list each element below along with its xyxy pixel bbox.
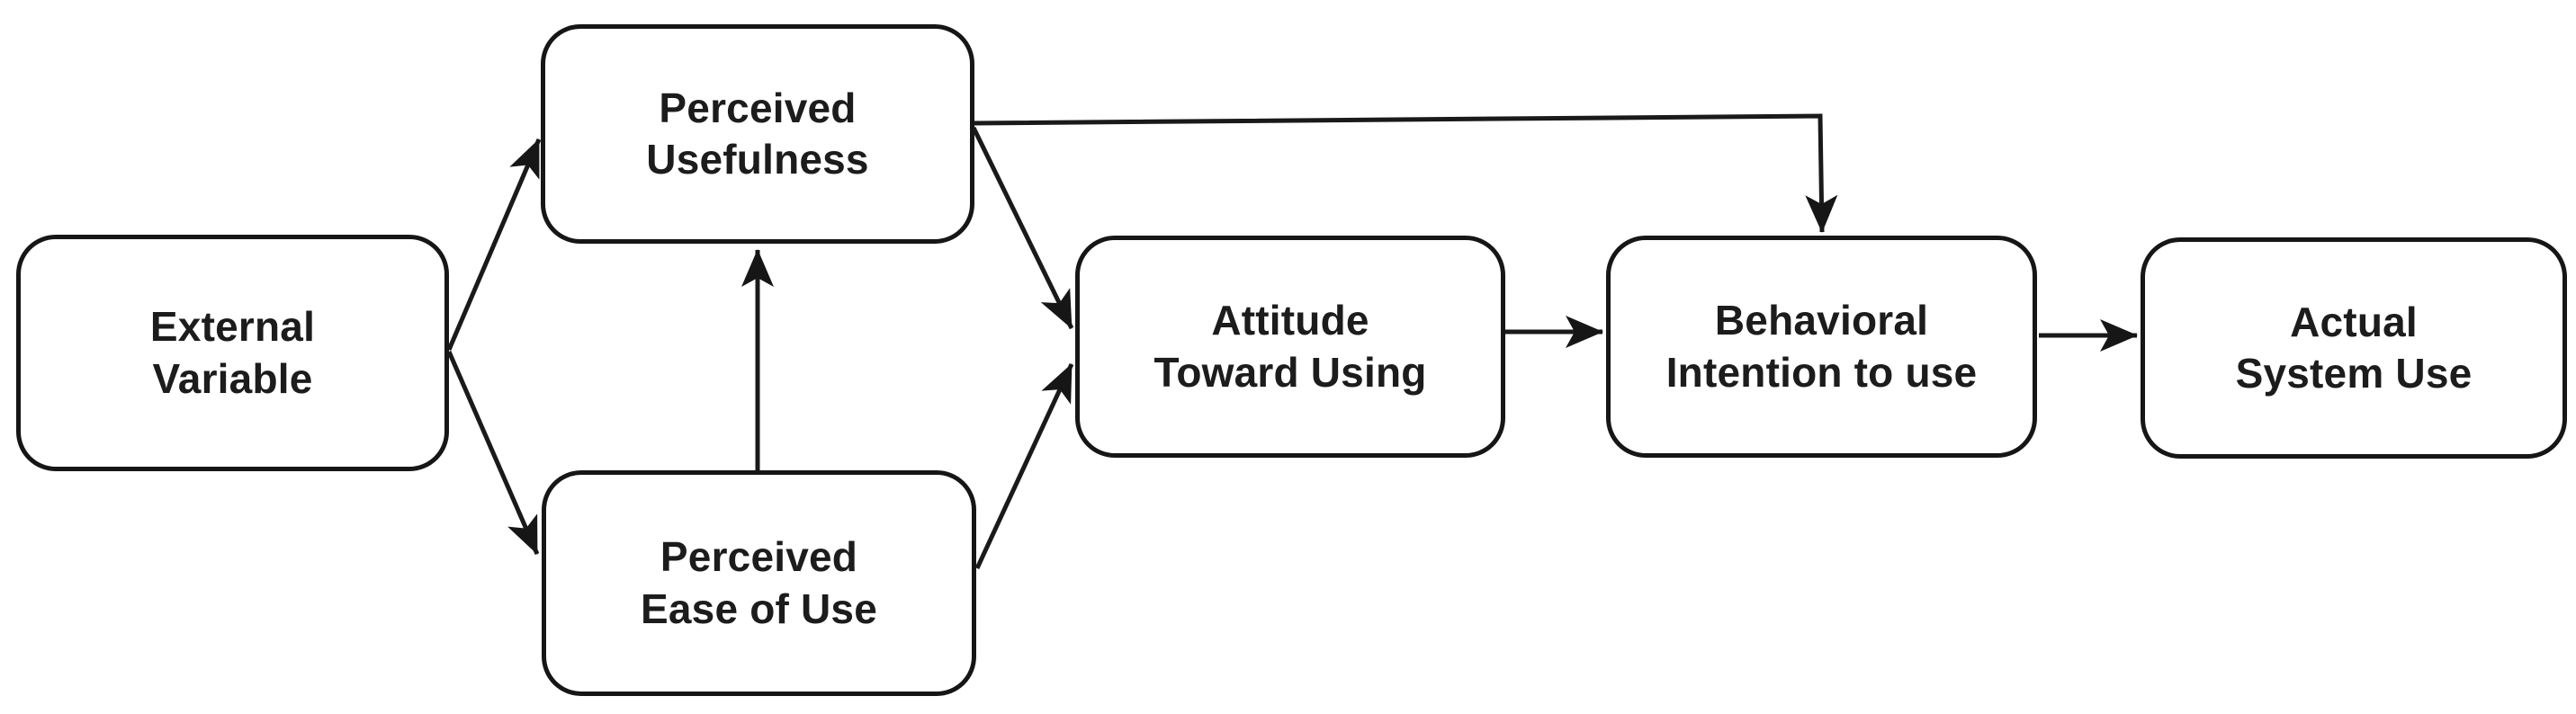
- node-label-behavioral-intention: Behavioral Intention to use: [1665, 297, 1978, 396]
- node-external-variable: External Variable: [16, 235, 449, 471]
- node-label-perceived-ease-of-use: Perceived Ease of Use: [641, 533, 877, 632]
- arrow-usefulness-to-attitude: [971, 126, 1074, 330]
- arrow-usefulness-to-behavioral-intention: [973, 113, 1838, 233]
- node-label-perceived-usefulness: Perceived Usefulness: [646, 84, 869, 183]
- node-attitude-toward-using: Attitude Toward Using: [1075, 236, 1505, 458]
- arrow-ease-of-use-to-attitude: [974, 362, 1074, 570]
- node-perceived-ease-of-use: Perceived Ease of Use: [542, 470, 976, 696]
- node-label-actual-system-use: Actual System Use: [2235, 298, 2473, 397]
- node-actual-system-use: Actual System Use: [2141, 237, 2567, 459]
- node-behavioral-intention: Behavioral Intention to use: [1606, 236, 2037, 458]
- arrow-external-to-perceived-ease-of-use: [446, 351, 540, 555]
- node-label-external-variable: External Variable: [149, 303, 316, 402]
- node-label-attitude-toward-using: Attitude Toward Using: [1153, 297, 1427, 396]
- node-perceived-usefulness: Perceived Usefulness: [541, 24, 974, 244]
- arrow-external-to-perceived-usefulness: [446, 138, 542, 351]
